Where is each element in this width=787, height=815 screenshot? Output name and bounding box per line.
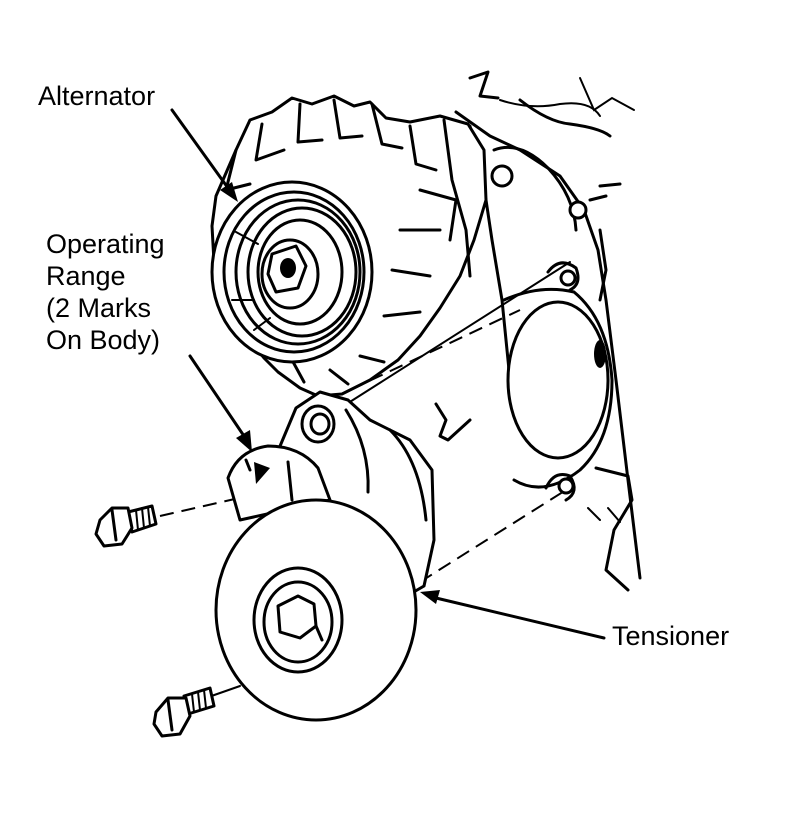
lower-bolt xyxy=(152,686,216,738)
upper-bolt xyxy=(94,504,158,548)
operating-range-line-3: (2 Marks xyxy=(46,293,152,323)
leader-arrows xyxy=(170,108,606,640)
alternator-label: Alternator xyxy=(38,81,156,111)
operating-range-line-1: Operating xyxy=(46,229,165,259)
alternator xyxy=(210,94,488,398)
tensioner-label: Tensioner xyxy=(612,621,730,651)
tensioner xyxy=(214,390,436,722)
operating-range-line-4: On Body) xyxy=(46,325,161,355)
operating-range-label: Operating Range (2 Marks On Body) xyxy=(46,228,165,356)
operating-range-line-2: Range xyxy=(46,261,126,291)
